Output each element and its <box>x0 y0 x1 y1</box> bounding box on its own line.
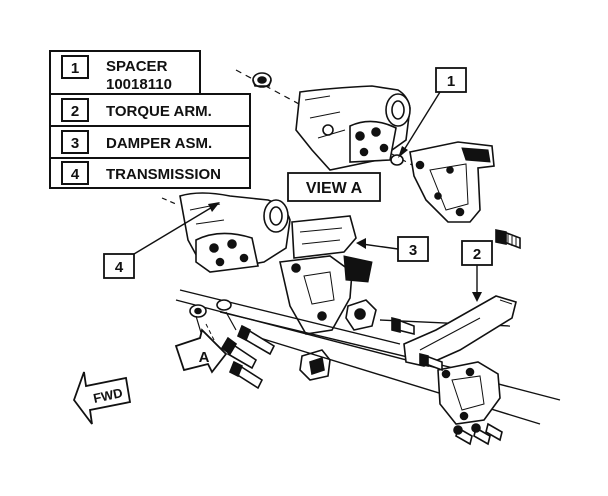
callout-3: 3 <box>356 236 429 262</box>
torque-arm <box>403 295 517 367</box>
legend-label-spacer: SPACER <box>106 58 168 75</box>
torque-arm-bracket <box>437 361 501 425</box>
callout-4-text: 4 <box>115 259 124 276</box>
bottom-bolts <box>453 422 503 446</box>
damper-assembly <box>279 215 373 335</box>
callout-3-text: 3 <box>409 242 417 259</box>
legend-num-1: 1 <box>71 60 79 77</box>
left-bolts <box>189 299 415 390</box>
legend-text: 1 SPACER 10018110 2 TORQUE ARM. 3 DAMPER… <box>71 58 221 183</box>
bracket-bolt <box>419 352 443 372</box>
view-a-label: VIEW A <box>287 172 381 202</box>
damper-plate-view-a <box>409 141 495 223</box>
callout-2-text: 2 <box>473 246 481 263</box>
fwd-arrow: FWD <box>72 371 132 425</box>
transmission-lower <box>161 192 291 273</box>
view-a-text: VIEW A <box>306 180 363 197</box>
fwd-text: FWD <box>92 385 124 406</box>
legend-label-damper: DAMPER ASM. <box>106 135 212 152</box>
legend <box>49 50 251 189</box>
legend-label-transmission: TRANSMISSION <box>106 166 221 183</box>
callout-1: 1 <box>398 67 467 158</box>
legend-part-number: 10018110 <box>106 76 172 93</box>
callout-2: 2 <box>461 240 493 302</box>
legend-num-4: 4 <box>71 166 80 183</box>
legend-label-torque-arm: TORQUE ARM. <box>106 103 212 120</box>
bushing-center <box>345 299 377 331</box>
legend-num-2: 2 <box>71 103 79 120</box>
transmission-case-upper <box>295 85 411 171</box>
legend-num-3: 3 <box>71 135 79 152</box>
spacer-part <box>252 72 272 88</box>
view-a-arrow: A <box>174 328 228 374</box>
view-a-detail <box>235 69 521 250</box>
main-assembly <box>161 192 561 446</box>
bolt-view-a <box>495 229 521 250</box>
callout-1-text: 1 <box>447 73 455 90</box>
callout-4: 4 <box>103 202 220 279</box>
view-a-arrow-letter: A <box>199 349 210 366</box>
